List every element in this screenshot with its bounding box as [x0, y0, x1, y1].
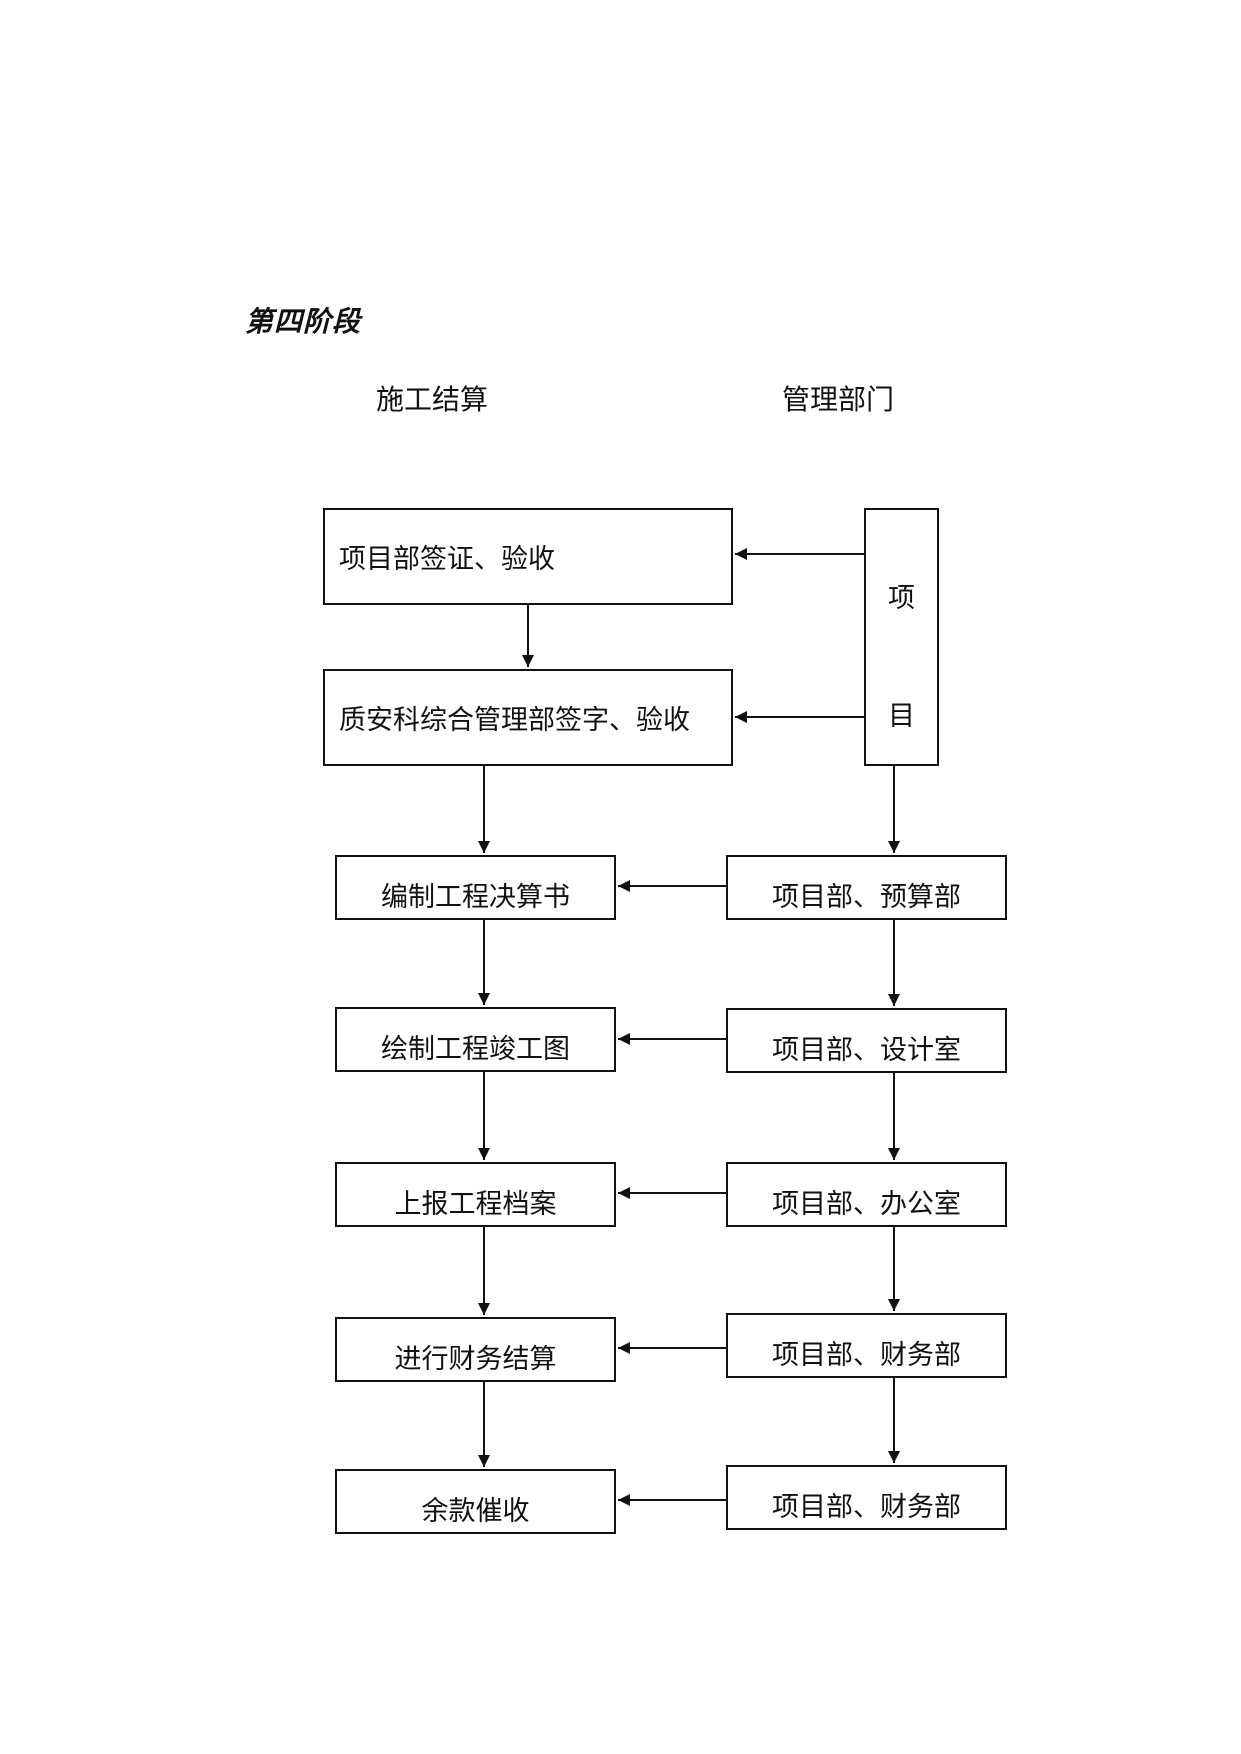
step-label: 进行财务结算	[394, 1344, 557, 1375]
project-char-1: 项	[888, 583, 915, 614]
step-draw-as-built: 绘制工程竣工图	[335, 1007, 616, 1072]
dept-label: 项目部、办公室	[772, 1189, 961, 1220]
step-label: 上报工程档案	[394, 1189, 557, 1220]
step-label: 余款催收	[421, 1496, 530, 1527]
step-label: 绘制工程竣工图	[381, 1034, 570, 1065]
project-char-2: 目	[888, 701, 915, 732]
box-project-dept-sign-accept: 项目部签证、验收	[323, 508, 733, 605]
dept-label: 项目部、预算部	[772, 882, 961, 913]
column-header-management-department: 管理部门	[782, 383, 895, 416]
dept-label: 项目部、财务部	[772, 1340, 961, 1371]
stage-title: 第四阶段	[245, 305, 362, 338]
step-label: 编制工程决算书	[381, 882, 570, 913]
step-prepare-final-account: 编制工程决算书	[335, 855, 616, 920]
column-header-construction-settlement: 施工结算	[376, 383, 489, 416]
box-label: 质安科综合管理部签字、验收	[339, 705, 690, 736]
box-project-vertical: 项 目	[864, 508, 939, 766]
box-quality-safety-sign-accept: 质安科综合管理部签字、验收	[323, 669, 733, 766]
step-submit-archives: 上报工程档案	[335, 1162, 616, 1227]
dept-project-budget: 项目部、预算部	[726, 855, 1007, 920]
dept-project-office: 项目部、办公室	[726, 1162, 1007, 1227]
step-collect-balance: 余款催收	[335, 1469, 616, 1534]
dept-label: 项目部、财务部	[772, 1492, 961, 1523]
dept-project-finance-2: 项目部、财务部	[726, 1465, 1007, 1530]
dept-project-finance-1: 项目部、财务部	[726, 1313, 1007, 1378]
box-label: 项目部签证、验收	[339, 544, 555, 575]
step-financial-settlement: 进行财务结算	[335, 1317, 616, 1382]
dept-label: 项目部、设计室	[772, 1035, 961, 1066]
dept-project-design: 项目部、设计室	[726, 1008, 1007, 1073]
